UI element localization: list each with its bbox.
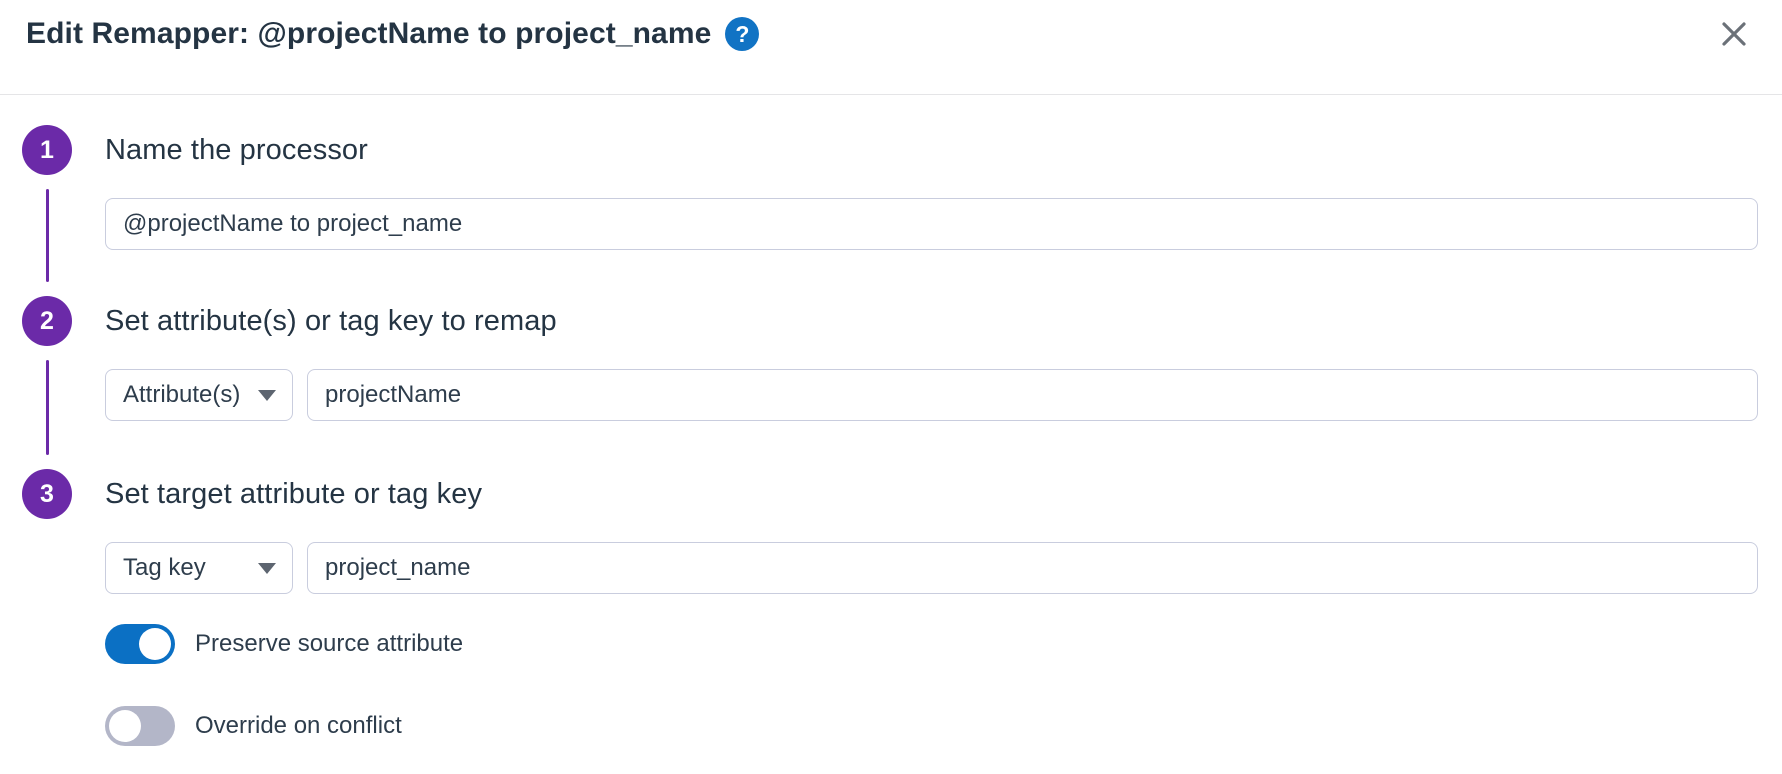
dialog-body: 1 Name the processor 2 Set attribute(s) … [0, 95, 1782, 746]
step-connector [45, 189, 49, 282]
source-type-dropdown[interactable]: Attribute(s) [105, 369, 293, 421]
target-value-input[interactable] [307, 542, 1758, 594]
source-row: Attribute(s) [105, 369, 1758, 421]
source-attribute-input[interactable] [307, 369, 1758, 421]
step-1-heading: Name the processor [105, 134, 368, 166]
step-2-content: Set attribute(s) or tag key to remap Att… [105, 296, 1758, 469]
step-1-content: Name the processor [105, 125, 1758, 296]
override-conflict-row: Override on conflict [105, 706, 1758, 746]
step-2-badge: 2 [22, 296, 72, 346]
source-type-selected: Attribute(s) [123, 381, 241, 408]
chevron-down-icon [258, 562, 276, 574]
step-connector [45, 360, 49, 455]
step-1-rail: 1 [22, 125, 72, 296]
target-type-dropdown[interactable]: Tag key [105, 542, 293, 594]
processor-name-input[interactable] [105, 198, 1758, 250]
preserve-source-toggle[interactable] [105, 624, 175, 664]
preserve-source-label: Preserve source attribute [195, 630, 464, 657]
close-button[interactable] [1712, 12, 1756, 56]
dialog-title: Edit Remapper: @projectName to project_n… [26, 17, 712, 50]
step-3: 3 Set target attribute or tag key Tag ke… [0, 469, 1782, 746]
step-3-content: Set target attribute or tag key Tag key … [105, 469, 1758, 746]
dialog-header: Edit Remapper: @projectName to project_n… [0, 0, 1782, 95]
step-2: 2 Set attribute(s) or tag key to remap A… [0, 296, 1782, 469]
step-3-badge: 3 [22, 469, 72, 519]
chevron-down-icon [258, 389, 276, 401]
step-1: 1 Name the processor [0, 125, 1782, 296]
step-3-heading: Set target attribute or tag key [105, 478, 483, 510]
target-row: Tag key [105, 542, 1758, 594]
step-2-rail: 2 [22, 296, 72, 469]
toggle-knob [139, 628, 171, 660]
step-2-heading: Set attribute(s) or tag key to remap [105, 305, 557, 337]
override-conflict-label: Override on conflict [195, 712, 402, 739]
step-3-rail: 3 [22, 469, 72, 746]
preserve-source-row: Preserve source attribute [105, 624, 1758, 664]
toggle-knob [109, 710, 141, 742]
close-icon [1722, 22, 1746, 46]
processor-name-row [105, 198, 1758, 250]
override-conflict-toggle[interactable] [105, 706, 175, 746]
target-type-selected: Tag key [123, 554, 206, 581]
step-1-badge: 1 [22, 125, 72, 175]
help-icon[interactable]: ? [725, 17, 760, 51]
